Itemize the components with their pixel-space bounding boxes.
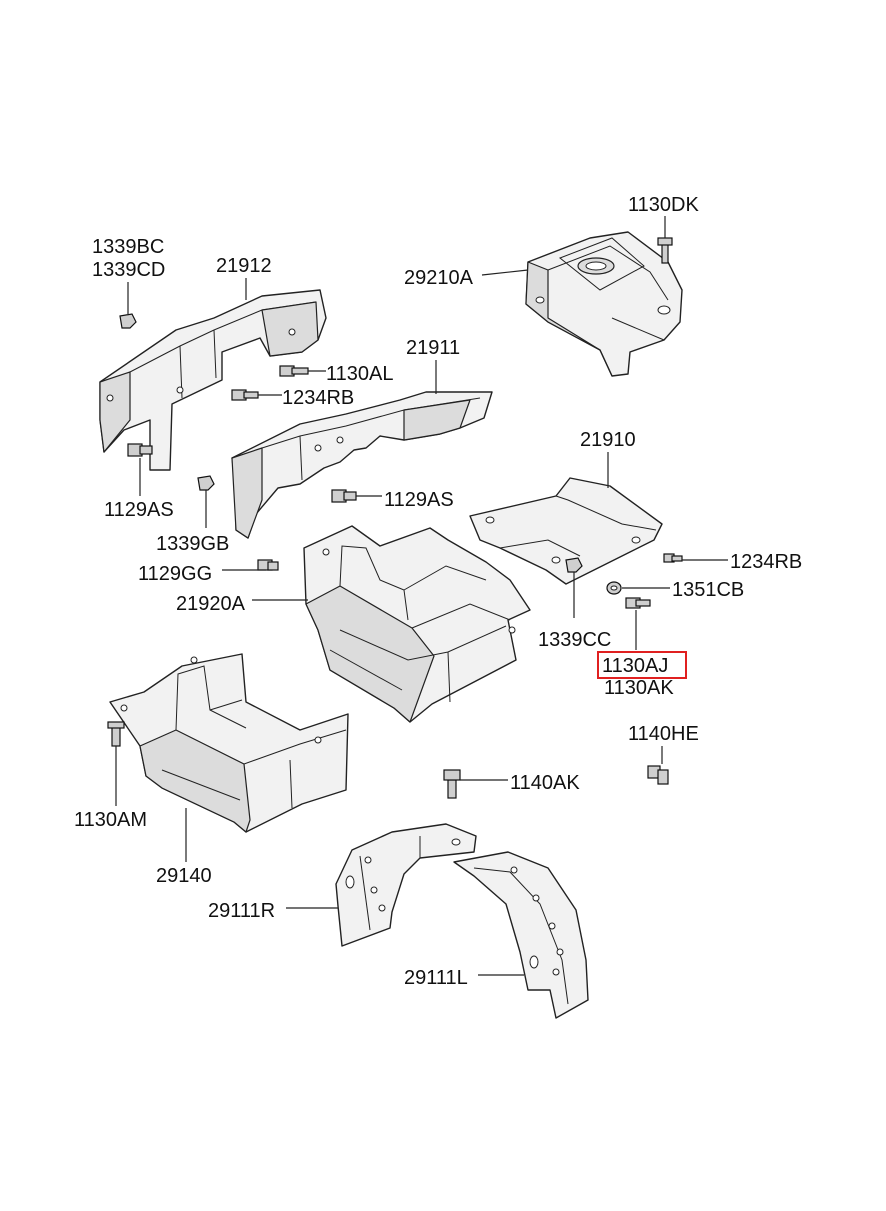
label-1130DK[interactable]: 1130DK bbox=[628, 194, 699, 216]
bolt-1129GG[interactable] bbox=[257, 559, 279, 571]
label-1129AS-b[interactable]: 1129AS bbox=[384, 489, 454, 511]
bolt-1130AM[interactable] bbox=[107, 721, 125, 747]
label-29111L[interactable]: 29111L bbox=[404, 967, 468, 989]
label-1351CB[interactable]: 1351CB bbox=[672, 579, 744, 601]
tray-29140[interactable] bbox=[109, 653, 349, 833]
label-1129GG[interactable]: 1129GG bbox=[138, 563, 212, 585]
label-21911[interactable]: 21911 bbox=[406, 337, 460, 359]
highlight-box-1130AJ bbox=[597, 651, 687, 679]
bolt-1234RB-a[interactable] bbox=[231, 389, 259, 401]
label-1130AK[interactable]: 1130AK bbox=[604, 677, 674, 699]
label-1130AJ[interactable]: 1130AJ bbox=[602, 655, 668, 677]
bolt-1129AS-b[interactable] bbox=[331, 489, 357, 503]
bolt-1130AJ[interactable] bbox=[625, 597, 651, 609]
nut-1339GB[interactable] bbox=[197, 475, 215, 491]
label-1339GB[interactable]: 1339GB bbox=[156, 533, 229, 555]
bolt-1140HE[interactable] bbox=[647, 765, 669, 785]
label-1339CC[interactable]: 1339CC bbox=[538, 629, 611, 651]
label-29111R[interactable]: 29111R bbox=[208, 900, 275, 922]
label-1129AS-a[interactable]: 1129AS bbox=[104, 499, 174, 521]
label-1140AK[interactable]: 1140AK bbox=[510, 772, 580, 794]
label-29140[interactable]: 29140 bbox=[156, 865, 212, 887]
label-1130AL[interactable]: 1130AL bbox=[326, 363, 393, 385]
bracket-21912[interactable] bbox=[99, 289, 327, 471]
label-29210A[interactable]: 29210A bbox=[404, 267, 474, 289]
bracket-21911[interactable] bbox=[231, 391, 493, 539]
label-1339BC[interactable]: 1339BC bbox=[92, 236, 164, 258]
nut-1339BC[interactable] bbox=[119, 313, 137, 329]
label-1140HE[interactable]: 1140HE bbox=[628, 723, 699, 745]
mudguard-29111R[interactable] bbox=[335, 823, 477, 947]
engine-cover-29210A[interactable] bbox=[525, 231, 683, 377]
bolt-1234RB-b[interactable] bbox=[663, 553, 683, 563]
label-21920A[interactable]: 21920A bbox=[176, 593, 246, 615]
bolt-1130AL[interactable] bbox=[279, 365, 309, 377]
bolt-1129AS-a[interactable] bbox=[127, 443, 153, 457]
label-21912[interactable]: 21912 bbox=[216, 255, 272, 277]
mudguard-29111L[interactable] bbox=[453, 851, 589, 1019]
label-1130AM[interactable]: 1130AM bbox=[74, 809, 147, 831]
label-21910[interactable]: 21910 bbox=[580, 429, 636, 451]
nut-1339CC[interactable] bbox=[565, 557, 583, 573]
tray-21920A[interactable] bbox=[303, 525, 531, 723]
label-1234RB-b[interactable]: 1234RB bbox=[730, 551, 802, 573]
washer-1351CB[interactable] bbox=[606, 581, 622, 595]
bolt-1140AK[interactable] bbox=[443, 769, 461, 799]
label-1234RB-a[interactable]: 1234RB bbox=[282, 387, 354, 409]
label-1339CD[interactable]: 1339CD bbox=[92, 259, 165, 281]
skid-plate-21910[interactable] bbox=[469, 477, 663, 585]
